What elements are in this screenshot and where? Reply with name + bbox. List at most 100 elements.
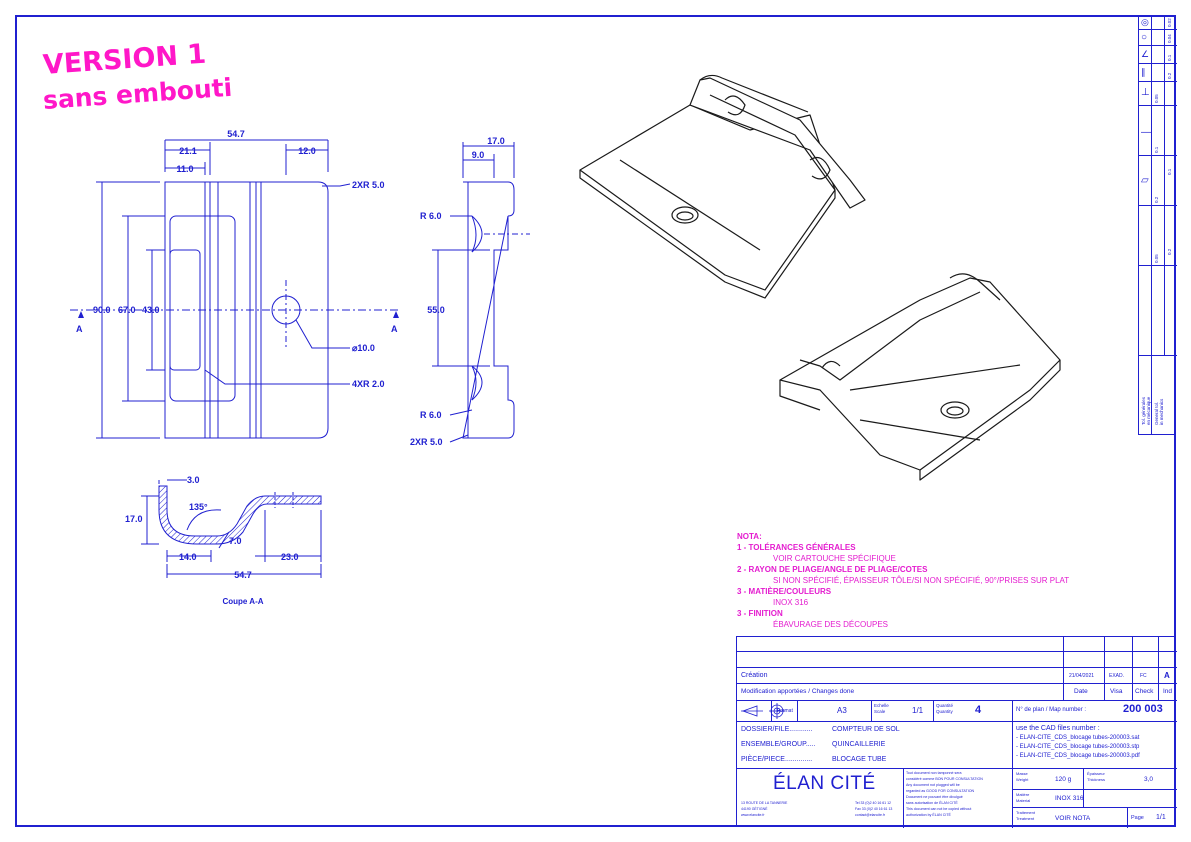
isometric-views bbox=[579, 74, 1061, 481]
dim-side-55: 55.0 bbox=[427, 305, 445, 315]
treatment-label: Traitement Treatment bbox=[1016, 810, 1035, 821]
rev-header-check: Check bbox=[1135, 688, 1154, 695]
dim-width-total: 54.7 bbox=[227, 129, 245, 139]
dim-43: 43.0 bbox=[142, 305, 160, 315]
angularity-icon: ∠ bbox=[1141, 49, 1150, 59]
page-value: 1/1 bbox=[1156, 814, 1166, 821]
callout-r-top: R 6.0 bbox=[420, 211, 442, 221]
cad-file-3: - ELAN-CITE_CDS_blocage tubes-200003.pdf bbox=[1016, 753, 1140, 759]
dim-sec-height: 17.0 bbox=[125, 514, 143, 524]
weight-value: 120 g bbox=[1055, 776, 1072, 783]
qty-value: 4 bbox=[975, 704, 982, 716]
dim-21: 21.1 bbox=[179, 146, 197, 156]
dim-67: 67.0 bbox=[118, 305, 136, 315]
addr-1: 13 ROUTE DE LA TANNERIE bbox=[741, 801, 788, 805]
perpendicularity-icon: ⊥ bbox=[1141, 87, 1150, 98]
notice-5: Document ne pouvant être divulgué bbox=[906, 795, 963, 799]
rev-label: Création bbox=[741, 672, 768, 679]
contact-3: contact@elancite.fr bbox=[855, 813, 886, 817]
format-value: A3 bbox=[837, 706, 847, 715]
thickness-label: Épaisseur Thickness bbox=[1087, 771, 1106, 782]
nota-item-3-body: INOX 316 bbox=[773, 598, 809, 607]
dim-12: 12.0 bbox=[298, 146, 316, 156]
tolerance-strip: ◎ ○ ∠ ∥ ⊥ — ▱ 0.02 0.04 0.1 0.2 0.05 0.1… bbox=[1138, 15, 1177, 435]
dim-sec-14: 14.0 bbox=[179, 552, 197, 562]
dim-side-9: 9.0 bbox=[472, 150, 485, 160]
cad-file-1: - ELAN-CITE_CDS_blocage tubes-200003.sat bbox=[1016, 735, 1140, 741]
addr-3: www.elancite.fr bbox=[741, 813, 765, 817]
notice-3: Any document not plugged will be bbox=[906, 783, 960, 787]
rev-header-ind: Ind bbox=[1163, 688, 1173, 695]
dim-sec-7: 7.0 bbox=[229, 536, 242, 546]
parallelism-icon: ∥ bbox=[1141, 67, 1146, 77]
callout-hole: ⌀10.0 bbox=[352, 343, 375, 353]
thickness-value: 3,0 bbox=[1144, 776, 1154, 783]
nota-title: NOTA: bbox=[737, 532, 762, 541]
dim-sec-23: 23.0 bbox=[281, 552, 299, 562]
tol-val-5: 0.05 bbox=[1154, 94, 1159, 103]
rev-visa: EXAD. bbox=[1109, 673, 1125, 679]
straightness-icon: — bbox=[1141, 127, 1151, 138]
notice-7: This document can not be copied without bbox=[906, 807, 972, 811]
treatment-value: VOIR NOTA bbox=[1055, 815, 1091, 822]
cad-file-2: - ELAN-CITE_CDS_blocage tubes-200003.stp bbox=[1016, 744, 1140, 750]
dossier-value: COMPTEUR DE SOL bbox=[832, 726, 900, 733]
nota-item-2-head: 2 - RAYON DE PLIAGE/ANGLE DE PLIAGE/COTE… bbox=[737, 565, 928, 574]
section-mark-left: A bbox=[76, 324, 83, 334]
tol-val-4: 0.2 bbox=[1167, 72, 1172, 79]
tol-val-1: 0.02 bbox=[1167, 18, 1172, 27]
page-label: Page bbox=[1131, 815, 1144, 821]
company-logo: ÉLAN CITÉ bbox=[773, 773, 876, 794]
section-title: Coupe A-A bbox=[222, 597, 263, 606]
nota-item-1-head: 1 - TOLÉRANCES GÉNÉRALES bbox=[737, 543, 856, 552]
front-outline bbox=[164, 181, 329, 439]
format-label: Format bbox=[777, 708, 793, 714]
callout-inner-radius: 4XR 2.0 bbox=[352, 379, 385, 389]
ensemble-label: ENSEMBLE/GROUP..... bbox=[741, 741, 816, 748]
tol-general-label: Tol. générales en mécanique bbox=[1141, 396, 1151, 425]
qty-label: Quantité Quantity bbox=[936, 703, 954, 714]
contact-1: Tel 33 (0)2 40 16 61 12 bbox=[855, 801, 891, 805]
dim-90: 90.0 bbox=[93, 305, 111, 315]
tol-val-3: 0.1 bbox=[1167, 54, 1172, 61]
tol-general-label-en: General tol. in mechanics bbox=[1154, 398, 1164, 425]
nota-item-1-body: VOIR CARTOUCHE SPÉCIFIQUE bbox=[773, 554, 896, 563]
dim-sec-width: 54.7 bbox=[234, 570, 252, 580]
dim-sec-angle: 135° bbox=[189, 502, 208, 512]
section-mark-right: A bbox=[391, 324, 398, 334]
nota-item-3-head: 3 - MATIÈRE/COULEURS bbox=[737, 587, 832, 596]
projection-symbol-icon bbox=[741, 703, 785, 719]
tol-val-6: 0.1 bbox=[1154, 146, 1159, 153]
notice-4: regarded as GOOD FOR CONSULTATION bbox=[906, 789, 975, 793]
nota-item-4-head: 3 - FINITION bbox=[737, 609, 783, 618]
addr-2: 44190 GÉTIGNÉ bbox=[741, 807, 768, 811]
notice-1: Tout document non tamponné sera bbox=[906, 771, 962, 775]
scale-label: Echelle Scale bbox=[874, 703, 889, 714]
tol-val-2: 0.04 bbox=[1167, 34, 1172, 43]
callout-r-bottom: R 6.0 bbox=[420, 410, 442, 420]
callout-corner-side: 2XR 5.0 bbox=[410, 437, 443, 447]
rev-header-date: Date bbox=[1074, 688, 1088, 695]
title-block: Création 21/04/2021 EXAD. FC A Modificat… bbox=[736, 636, 1177, 828]
dim-11: 11.0 bbox=[176, 164, 193, 174]
notice-2: considéré comme BON POUR CONSULTATION bbox=[906, 777, 983, 781]
plan-label: N° de plan / Map number : bbox=[1016, 707, 1087, 713]
nota-block: NOTA: 1 - TOLÉRANCES GÉNÉRALES VOIR CART… bbox=[737, 531, 1069, 630]
cad-title: use the CAD files number : bbox=[1016, 725, 1100, 732]
ensemble-value: QUINCAILLERIE bbox=[832, 741, 886, 748]
callout-corner-radius: 2XR 5.0 bbox=[352, 180, 385, 190]
dossier-label: DOSSIER/FILE............ bbox=[741, 726, 813, 733]
circularity-icon: ◎ bbox=[1141, 17, 1149, 27]
tol-val-9: 0.1 bbox=[1167, 168, 1172, 175]
piece-label: PIÈCE/PIECE.............. bbox=[741, 756, 813, 763]
tol-val-8: 0.05 bbox=[1154, 254, 1159, 263]
piece-value: BLOCAGE TUBE bbox=[832, 756, 887, 763]
tol-val-7: 0.2 bbox=[1154, 196, 1159, 203]
rev-date: 21/04/2021 bbox=[1069, 673, 1095, 679]
nota-item-4-body: ÉBAVURAGE DES DÉCOUPES bbox=[773, 620, 888, 629]
scale-value: 1/1 bbox=[912, 706, 924, 715]
weight-label: Masse Weight bbox=[1016, 771, 1029, 782]
section-view: 3.0 17.0 135° 7.0 14.0 23.0 54.7 Coupe A… bbox=[125, 475, 322, 606]
side-view: 17.0 9.0 55.0 R 6.0 R 6.0 2XR 5.0 bbox=[410, 136, 530, 447]
plan-number: 200 003 bbox=[1123, 703, 1163, 715]
